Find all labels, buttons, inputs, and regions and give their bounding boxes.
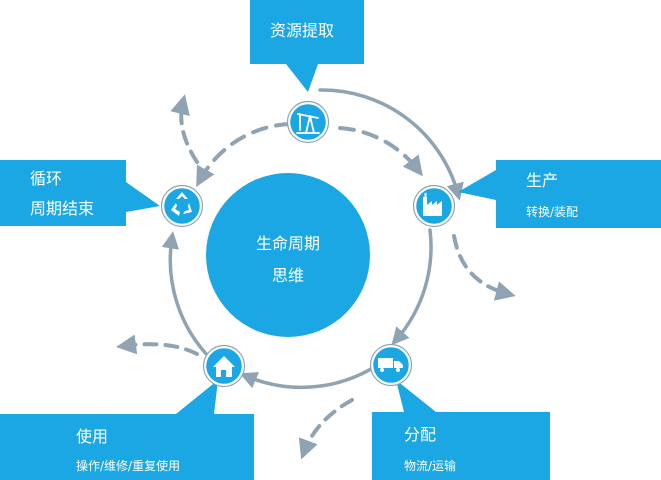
callout-box [496,160,661,228]
callout-box [0,160,126,226]
dashed-arc-top-left [196,122,292,188]
oil-pump-icon [286,100,330,144]
truck-icon [369,343,413,387]
dashed-outflows [116,94,516,460]
callout-pointer [286,64,318,92]
cycle-arrow-distribution-to-use [239,364,378,390]
center-disc [206,173,370,337]
cycle-arrow-use-to-endoflife [161,231,212,360]
center-title: 生命周期 [256,234,320,253]
center-circle: 生命周期 思维 [206,173,370,337]
extraction-title: 资源提取 [270,21,334,40]
callout-extraction: 资源提取 [250,0,364,92]
use-title: 使用 [76,427,108,446]
dashed-arrow-production-down [452,234,516,301]
callout-box [372,412,550,480]
center-subtitle: 思维 [272,266,304,285]
callout-pointer [176,380,218,414]
callout-pointer [126,182,160,212]
production-title: 生产 [526,171,558,190]
dashed-arrow-distribution-down [298,398,354,460]
cycle-arrow-production-to-distribution [391,228,433,346]
distribution-subtitle: 物流/运输 [404,458,456,473]
callout-pointer [396,380,436,412]
distribution-title: 分配 [404,425,436,444]
callout-end-of-life: 循环 周期结束 [0,160,160,226]
endoflife-title-line1: 循环 [30,169,62,188]
factory-icon [412,184,456,228]
dashed-arc-top-right [338,126,423,177]
callout-use: 使用 操作/维修/重复使用 [0,380,254,480]
callout-distribution: 分配 物流/运输 [372,380,550,480]
cycle-ring [161,88,464,390]
callout-box [0,414,254,480]
callout-pointer [458,170,496,200]
endoflife-title-line2: 周期结束 [30,199,94,218]
use-subtitle: 操作/维修/重复使用 [76,458,180,473]
recycle-icon [160,184,204,228]
production-subtitle: 转换/装配 [526,204,578,219]
dashed-arrow-use-left [116,334,199,356]
cycle-arrow-extraction-to-production [318,88,464,201]
dashed-inner-ring [196,122,423,188]
callout-box [250,0,364,64]
house-icon [202,344,246,388]
callout-production: 生产 转换/装配 [458,160,661,228]
dashed-arrow-endoflife-up [170,94,199,164]
